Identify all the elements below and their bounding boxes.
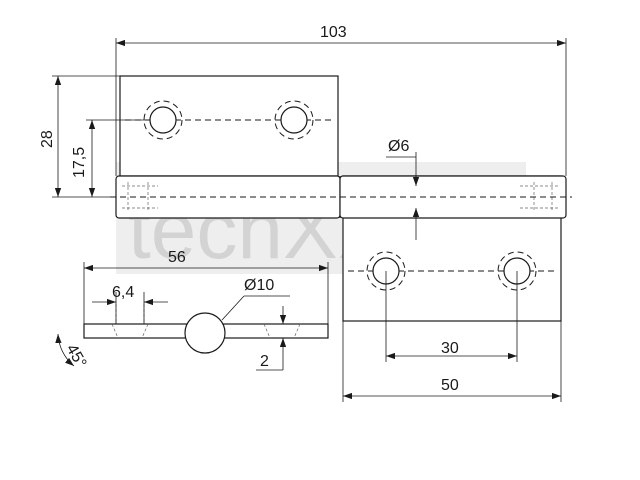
dim-label-knuckle-diameter: Ø10	[244, 277, 274, 294]
dim-label-overall-width: 103	[320, 24, 347, 41]
top-leaf	[119, 75, 339, 177]
dimension-leaf-height: 28	[39, 75, 120, 198]
dimension-overall-width: 103	[115, 24, 567, 176]
dim-label-hole-spacing: 30	[441, 340, 459, 357]
dim-label-countersink: 6,4	[112, 284, 134, 301]
dim-label-hole-offset: 17,5	[71, 147, 88, 178]
dim-label-leaf-width: 50	[441, 377, 459, 394]
dimension-leaf-width: 50	[342, 321, 562, 402]
dim-label-thickness: 2	[260, 353, 269, 370]
dim-label-leaf-height: 28	[39, 130, 56, 148]
dim-label-side-length: 56	[168, 249, 186, 266]
dimension-hole-spacing: 30	[385, 271, 518, 362]
dimension-hole-offset: 17,5	[71, 119, 150, 197]
dimension-pin-diameter: Ø6	[386, 138, 420, 240]
dim-label-angle: 45°	[63, 342, 90, 371]
hinge-barrel	[110, 175, 572, 219]
dim-label-pin-diameter: Ø6	[388, 138, 409, 155]
